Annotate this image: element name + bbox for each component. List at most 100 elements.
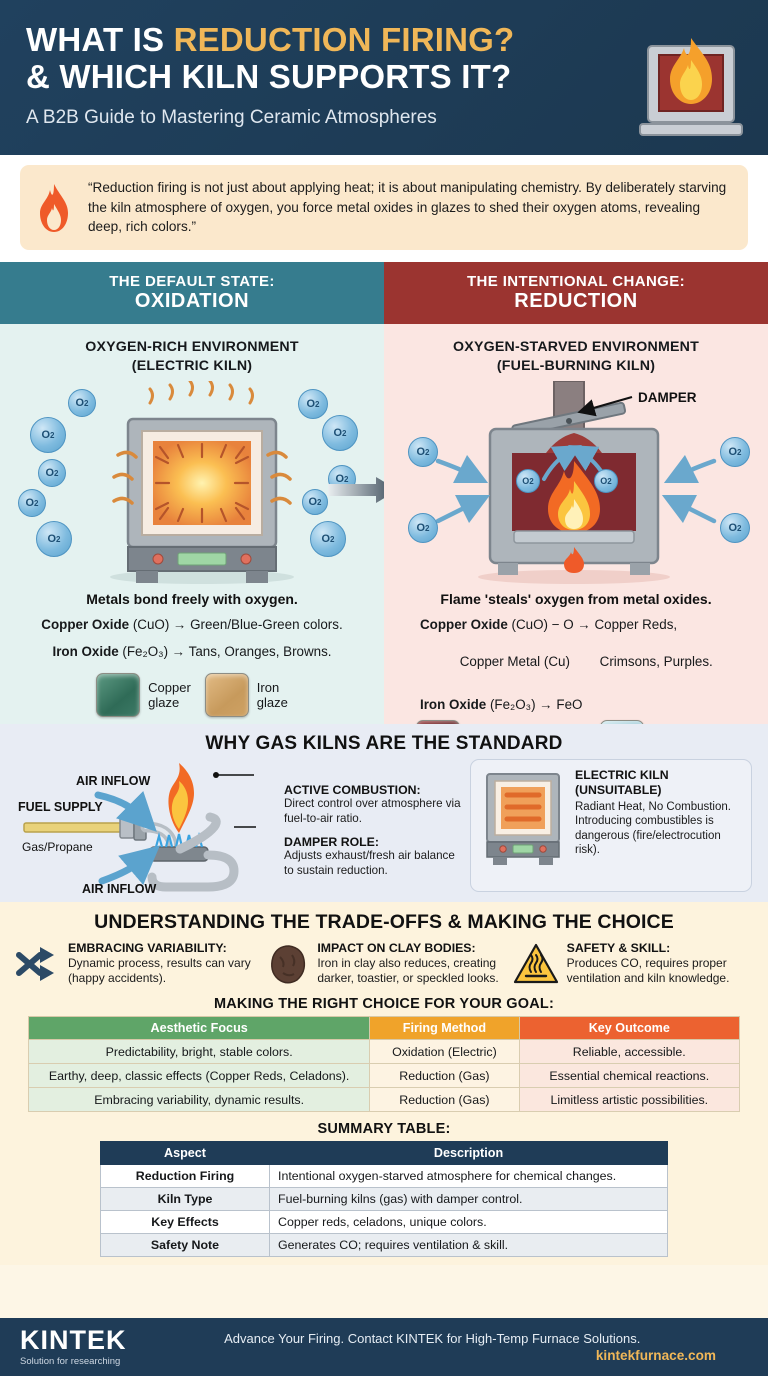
tradeoff-1-desc: Iron in clay also reduces, creating dark…	[317, 955, 499, 985]
summary-r2c1: Copper reds, celadons, unique colors.	[269, 1210, 668, 1235]
reduction-chem-row: Copper Metal (Cu) Crimsons, Purples.	[394, 635, 758, 689]
reduction-chem-2-bold: Iron Oxide	[420, 697, 487, 713]
copper-glaze-swatch	[96, 673, 141, 718]
choice-table: Aesthetic Focus Firing Method Key Outcom…	[27, 1016, 741, 1113]
header-kiln-flame-icon	[639, 38, 743, 136]
burner-notes: ACTIVE COMBUSTION: Direct control over a…	[284, 783, 464, 887]
oxidation-header: THE DEFAULT STATE: OXIDATION	[0, 262, 384, 325]
reduction-chem-row: Iron Oxide (Fe₂O₃) → FeO	[394, 696, 758, 714]
tradeoff-1-title: IMPACT ON CLAY BODIES:	[317, 941, 476, 956]
choice-table-title: MAKING THE RIGHT CHOICE FOR YOUR GOAL:	[213, 996, 555, 1013]
ekiln-title-2: (UNSUITABLE)	[575, 782, 662, 797]
choice-r1c1: Reduction (Gas)	[369, 1063, 520, 1089]
note-1-desc: Adjusts exhaust/fresh air balance to sus…	[284, 849, 455, 877]
electric-kiln-icon	[486, 773, 560, 866]
reduction-subtitle-1: OXYGEN-STARVED ENVIRONMENT	[453, 339, 699, 356]
summary-header-1: Description	[269, 1141, 668, 1166]
tradeoff-item: EMBRACING VARIABILITY: Dynamic process, …	[14, 941, 255, 987]
tradeoff-0-desc: Dynamic process, results can vary (happy…	[68, 955, 251, 985]
footer-website[interactable]: kintekfurnace.com	[595, 1348, 716, 1363]
page-title: WHAT IS REDUCTION FIRING? & WHICH KILN S…	[26, 21, 744, 96]
oxidation-panel: OXYGEN-RICH ENVIRONMENT (ELECTRIC KILN)	[0, 324, 398, 725]
oxidation-value: OXIDATION	[134, 290, 250, 313]
kintek-logo: KINTEK Solution for researching	[20, 1327, 127, 1367]
comparison-headers: THE DEFAULT STATE: OXIDATION THE INTENTI…	[0, 262, 768, 325]
gas-section-body: AIR INFLOW FUEL SUPPLY Gas/Propane AIR I…	[16, 759, 752, 895]
table-row: Key Effects Copper reds, celadons, uniqu…	[100, 1210, 668, 1235]
svg-text:DAMPER: DAMPER	[638, 390, 697, 405]
choice-header-1: Firing Method	[369, 1016, 520, 1041]
reduction-kicker: THE INTENTIONAL CHANGE:	[466, 272, 686, 290]
iron-glaze-swatch	[204, 673, 249, 718]
reduction-panel: OXYGEN-STARVED ENVIRONMENT (FUEL-BURNING…	[384, 324, 768, 765]
table-row: Safety Note Generates CO; requires venti…	[100, 1233, 668, 1258]
table-row: Reduction Firing Intentional oxygen-star…	[100, 1164, 668, 1189]
page-footer: KINTEK Solution for researching Advance …	[0, 1318, 768, 1376]
tradeoff-item: IMPACT ON CLAY BODIES: Iron in clay also…	[263, 941, 504, 987]
comparison-body: OXYGEN-RICH ENVIRONMENT (ELECTRIC KILN)	[0, 324, 768, 765]
summary-r0c0: Reduction Firing	[100, 1164, 270, 1189]
tradeoff-item: SAFETY & SKILL: Produces CO, requires pr…	[513, 941, 754, 987]
summary-r1c1: Fuel-burning kilns (gas) with damper con…	[269, 1187, 668, 1212]
choice-r1c2: Essential chemical reactions.	[518, 1063, 741, 1089]
oxidation-kicker: THE DEFAULT STATE:	[109, 272, 275, 290]
note-damper-role: DAMPER ROLE: Adjusts exhaust/fresh air b…	[284, 835, 464, 878]
tradeoff-2-desc: Produces CO, requires proper ventilation…	[566, 955, 730, 985]
summary-r2c0: Key Effects	[100, 1210, 270, 1235]
reduction-lead: Flame 'steals' oxygen from metal oxides.	[440, 591, 712, 608]
oxidation-chem-1-bold: Iron Oxide	[52, 644, 119, 660]
summary-table: Aspect Description Reduction Firing Inte…	[100, 1141, 668, 1258]
oxidation-chem-0-bold: Copper Oxide	[41, 617, 130, 633]
oxidation-subtitle: OXYGEN-RICH ENVIRONMENT (ELECTRIC KILN)	[10, 338, 374, 375]
note-1-title: DAMPER ROLE:	[284, 835, 379, 850]
reduction-chem-2-rest: (Fe₂O₃) → FeO	[486, 697, 583, 713]
svg-text:AIR INFLOW: AIR INFLOW	[82, 882, 156, 895]
page-subtitle: A B2B Guide to Mastering Ceramic Atmosph…	[26, 106, 437, 128]
note-0-title: ACTIVE COMBUSTION:	[284, 783, 421, 798]
summary-r1c0: Kiln Type	[100, 1187, 270, 1212]
quote-box: “Reduction firing is not just about appl…	[20, 165, 748, 251]
reduction-chem-0-rest: (CuO) − O → Copper Reds,	[507, 617, 678, 633]
choice-r0c2: Reliable, accessible.	[518, 1039, 741, 1065]
electric-kiln-card-desc: Radiant Heat, No Combustion. Introducing…	[575, 800, 731, 857]
svg-text:Gas/Propane: Gas/Propane	[22, 840, 93, 854]
copper-glaze-label-2: glaze	[148, 695, 180, 711]
tradeoffs-title: UNDERSTANDING THE TRADE-OFFS & MAKING TH…	[94, 911, 674, 934]
title-line1-plain: WHAT IS	[26, 21, 174, 58]
choice-r0c0: Predictability, bright, stable colors.	[27, 1039, 371, 1065]
reduction-header: THE INTENTIONAL CHANGE: REDUCTION	[384, 262, 768, 325]
page-header: WHAT IS REDUCTION FIRING? & WHICH KILN S…	[0, 0, 768, 155]
transition-arrow-icon	[328, 477, 398, 504]
oxidation-chem-1-rest: (Fe₂O₃) → Tans, Oranges, Browns.	[118, 644, 332, 660]
shuffle-arrows-icon	[16, 947, 54, 982]
reduction-chem-1-rest: Copper Metal (Cu) Crimsons, Purples.	[459, 654, 713, 670]
footer-message: Advance Your Firing. Contact KINTEK for …	[224, 1331, 641, 1346]
choice-r1c0: Earthy, deep, classic effects (Copper Re…	[27, 1063, 371, 1089]
summary-header-0: Aspect	[100, 1141, 270, 1166]
title-line1-accent: REDUCTION FIRING?	[173, 21, 515, 58]
reduction-chem-0-bold: Copper Oxide	[420, 617, 508, 633]
summary-r3c0: Safety Note	[100, 1233, 270, 1258]
oxidation-lead: Metals bond freely with oxygen.	[86, 591, 298, 608]
quote-text: “Reduction firing is not just about appl…	[88, 180, 727, 235]
tradeoffs-row: EMBRACING VARIABILITY: Dynamic process, …	[14, 941, 754, 987]
gas-section-title: WHY GAS KILNS ARE THE STANDARD	[205, 733, 563, 755]
electric-kiln-card-title: ELECTRIC KILN (UNSUITABLE)	[575, 768, 741, 798]
reduction-chem-row: Copper Oxide (CuO) − O → Copper Reds,	[394, 616, 758, 634]
reduction-value: REDUCTION	[514, 290, 638, 313]
